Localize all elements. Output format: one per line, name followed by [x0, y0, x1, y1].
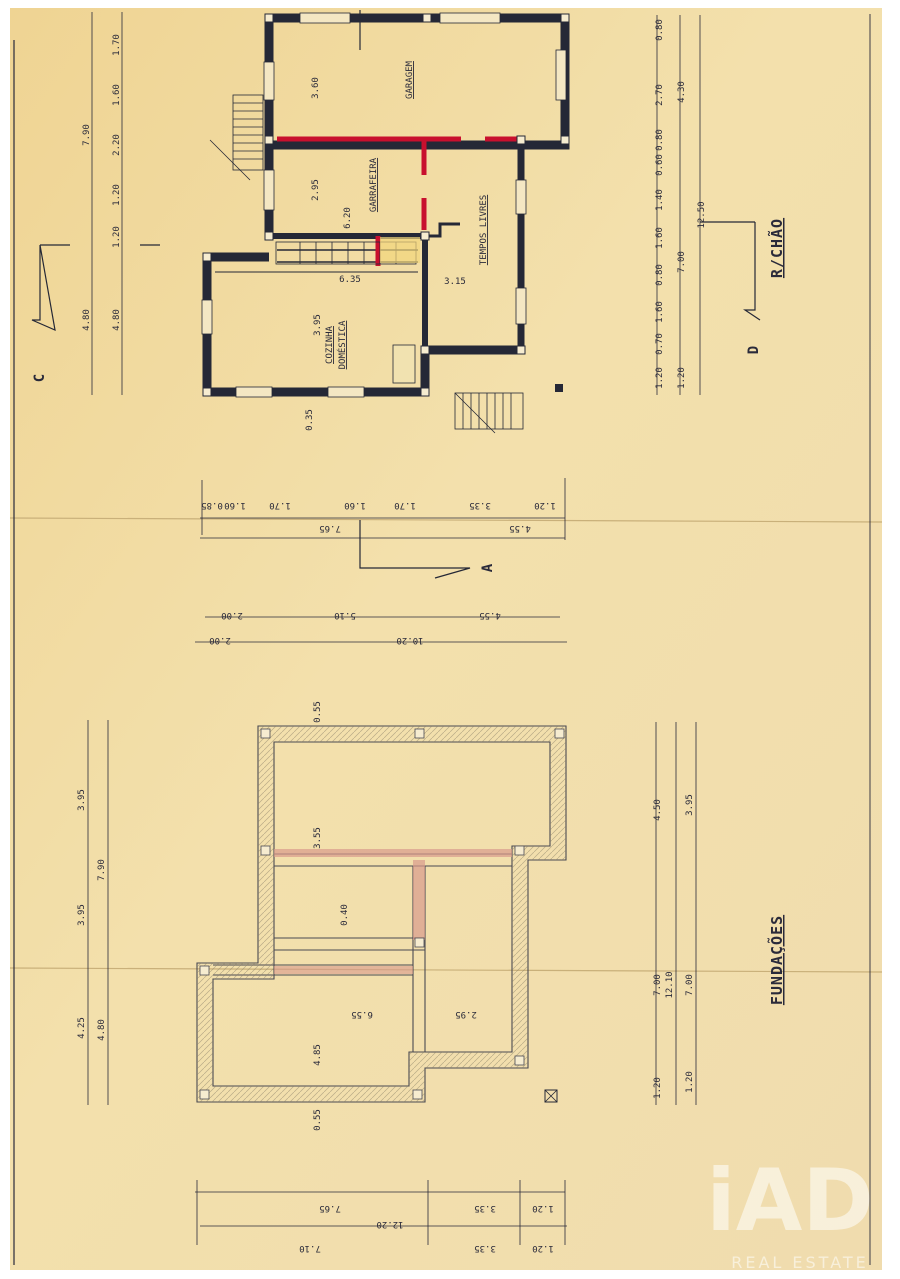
fold-line: [9, 517, 883, 523]
foundation-plan: [196, 725, 567, 1103]
dim-label: 1.70: [112, 34, 122, 56]
dim-label: 2.00: [221, 610, 243, 620]
foundations-title: FUNDAÇÕES: [767, 915, 786, 1005]
dim-label: 12.20: [376, 1219, 403, 1229]
dim-label: 7.65: [319, 1203, 341, 1213]
column-markers: [202, 13, 570, 397]
dim-label: 1.20: [677, 367, 687, 389]
room-label-kitchen-2: DOMÉSTICA: [336, 320, 348, 369]
dim-label: 2.70: [655, 84, 665, 106]
svg-text:iAD: iAD: [706, 1151, 873, 1251]
dim-label: 0.55: [313, 701, 323, 723]
dim-label: 6.35: [339, 275, 361, 285]
fold-line: [9, 967, 883, 973]
dim-label: 0.60: [655, 154, 665, 176]
dim-label: 0.55: [313, 1109, 323, 1131]
dim-label: 3.95: [685, 794, 695, 816]
stairs: [209, 94, 524, 434]
section-mark-d: D: [746, 346, 762, 354]
dim-label: 7.90: [97, 859, 107, 881]
dim-label: 5.10: [334, 610, 356, 620]
dim-label: 0.85: [201, 500, 223, 510]
section-mark-a: A: [480, 563, 496, 572]
dim-label: 3.95: [313, 314, 323, 336]
dimension-lines: [87, 12, 701, 1245]
room-label-kitchen: COZINHA: [325, 325, 335, 364]
dim-label: 3.35: [474, 1203, 496, 1213]
dim-label: 6.55: [351, 1009, 373, 1019]
dim-label: 1.60: [655, 301, 665, 323]
kitchen-fixture: [380, 237, 420, 263]
new-walls: [277, 136, 521, 266]
dim-label: 4.80: [82, 309, 92, 331]
dim-label: 1.20: [112, 226, 122, 248]
dim-label: 3.55: [313, 827, 323, 849]
iad-watermark-logo: iAD REAL ESTATE: [706, 1151, 873, 1272]
dim-label: 7.00: [653, 974, 663, 996]
dim-label: 4.50: [653, 799, 663, 821]
dim-label: 7.10: [299, 1243, 321, 1253]
room-label-leisure: TEMPOS LIVRES: [479, 195, 489, 265]
dim-label: 1.20: [653, 1077, 663, 1099]
dim-label: 4.55: [479, 610, 501, 620]
paper-background: [10, 8, 882, 1270]
dim-label: 2.20: [112, 134, 122, 156]
dim-label: 3.95: [77, 789, 87, 811]
dim-label: 0.80: [655, 19, 665, 41]
window-openings: [201, 12, 567, 398]
dim-label: 0.70: [655, 333, 665, 355]
dim-label: 1.60: [224, 500, 246, 510]
dim-label: 4.30: [677, 81, 687, 103]
dim-label: 1.20: [112, 184, 122, 206]
dim-label: 1.20: [532, 1243, 554, 1253]
dim-label: 10.20: [396, 635, 423, 645]
dim-label: 3.15: [444, 277, 466, 287]
dim-label: 4.55: [509, 523, 531, 533]
marker-square: [555, 384, 563, 392]
dim-label: 7.90: [82, 124, 92, 146]
dim-label: 4.80: [112, 309, 122, 331]
dim-label: 2.95: [311, 179, 321, 201]
dim-label: 0.80: [655, 129, 665, 151]
ground-floor-title: R/CHÃO: [767, 218, 786, 278]
dim-label: 1.20: [532, 1203, 554, 1213]
dim-label: 12.50: [697, 201, 707, 228]
dim-label: 4.85: [313, 1044, 323, 1066]
dim-label: 1.20: [685, 1071, 695, 1093]
dim-label: 4.25: [77, 1017, 87, 1039]
dim-label: 7.00: [677, 251, 687, 273]
dim-label: 6.20: [343, 207, 353, 229]
room-label-garage: GARAGEM: [405, 60, 415, 99]
dim-label: 0.40: [340, 904, 350, 926]
dim-label: 0.35: [305, 409, 315, 431]
dim-label: 2.95: [455, 1009, 477, 1019]
dim-label: 1.40: [655, 189, 665, 211]
dim-label: 2.00: [209, 635, 231, 645]
section-mark-c: C: [32, 374, 48, 382]
dim-label: 3.95: [77, 904, 87, 926]
dim-label: 1.60: [344, 500, 366, 510]
dim-label: 3.35: [469, 500, 491, 510]
dim-label: 3.35: [474, 1243, 496, 1253]
dim-label: 1.60: [112, 84, 122, 106]
room-label-cellar: GARRAFEIRA: [369, 157, 379, 212]
section-markers-upper: [31, 10, 761, 579]
dim-label: 3.60: [311, 77, 321, 99]
svg-text:REAL ESTATE: REAL ESTATE: [731, 1253, 869, 1272]
dim-label: 1.70: [394, 500, 416, 510]
dim-label: 7.65: [319, 523, 341, 533]
dim-label: 1.20: [534, 500, 556, 510]
dim-label: 0.80: [655, 264, 665, 286]
dim-label: 1.70: [269, 500, 291, 510]
dim-label: 7.00: [685, 974, 695, 996]
dim-label: 12.10: [665, 971, 675, 998]
dim-label: 4.80: [97, 1019, 107, 1041]
dim-label: 1.60: [655, 227, 665, 249]
dim-label: 1.20: [655, 367, 665, 389]
